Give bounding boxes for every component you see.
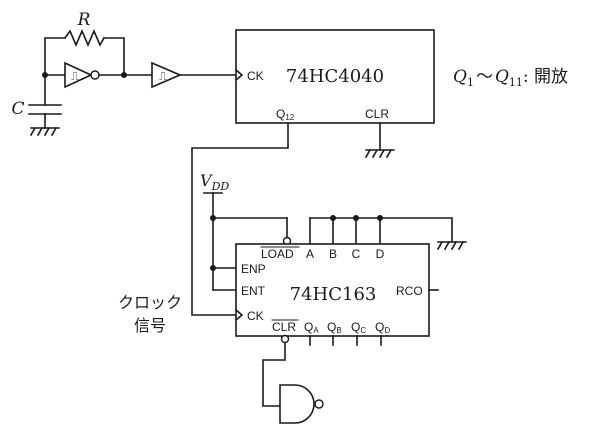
ic-74hc163-name: 74HC163	[290, 284, 377, 305]
vdd-label: VDD	[200, 171, 229, 193]
clock-signal-label-line1: クロック	[118, 294, 182, 312]
ground-return-wire	[379, 217, 453, 243]
ground-icon	[29, 126, 60, 137]
pin-clr-163: CLR	[272, 320, 296, 334]
schmitt-inverter-1: ⎍	[64, 61, 100, 89]
open-outputs-note: Q1～Q11: 開放	[453, 67, 568, 89]
pin-rco: RCO	[396, 284, 423, 298]
pin-a: A	[306, 247, 314, 261]
clock-edge-icon	[234, 68, 244, 82]
schmitt-symbol: ⎍	[159, 71, 167, 83]
q12-to-ck-wire	[191, 122, 289, 316]
junction-dot	[121, 72, 127, 78]
clock-edge-icon	[234, 308, 244, 322]
schmitt-symbol: ⎍	[71, 71, 79, 83]
resistor-label: R	[77, 10, 91, 30]
rc-oscillator: R ⎍ ⎍ C	[11, 10, 237, 137]
pin-clr-4040: CLR	[365, 107, 389, 121]
pin-c: C	[352, 247, 361, 261]
feedback-wire-left	[44, 37, 66, 76]
pin-d: D	[376, 247, 385, 261]
resistor	[63, 28, 106, 48]
pin-qd: QD	[375, 320, 390, 335]
clr-to-nand-wire	[262, 342, 286, 407]
ground-icon	[364, 148, 395, 159]
ic-74hc4040-body	[235, 29, 435, 124]
clock-signal-label-line2: 信号	[134, 317, 166, 335]
pin-qa: QA	[304, 320, 319, 335]
pin-q12: Q12	[276, 107, 295, 122]
pin-ck-163: CK	[247, 309, 264, 323]
nand-gate	[279, 384, 324, 424]
capacitor-label: C	[11, 99, 24, 119]
pin-qc: QC	[351, 320, 366, 335]
ic-74hc4040-name: 74HC4040	[286, 66, 384, 87]
pin-qb: QB	[327, 320, 342, 335]
pin-ck-4040: CK	[247, 69, 264, 83]
counter-74hc4040: CK 74HC4040 Q12 CLR Q1～Q11: 開放	[234, 29, 568, 159]
schmitt-buffer-2: ⎍	[151, 61, 183, 89]
clr-inverting-bubble	[280, 334, 290, 344]
junction-dot	[330, 215, 336, 221]
pin-enp: ENP	[241, 262, 266, 276]
pin-b: B	[329, 247, 337, 261]
ground-icon	[436, 240, 467, 251]
counter-74hc163: VDD LOAD A B C D	[200, 171, 467, 424]
pin-ent: ENT	[241, 284, 266, 298]
feedback-wire-right	[103, 37, 125, 76]
junction-dot	[353, 215, 359, 221]
pin-load: LOAD	[261, 247, 294, 261]
